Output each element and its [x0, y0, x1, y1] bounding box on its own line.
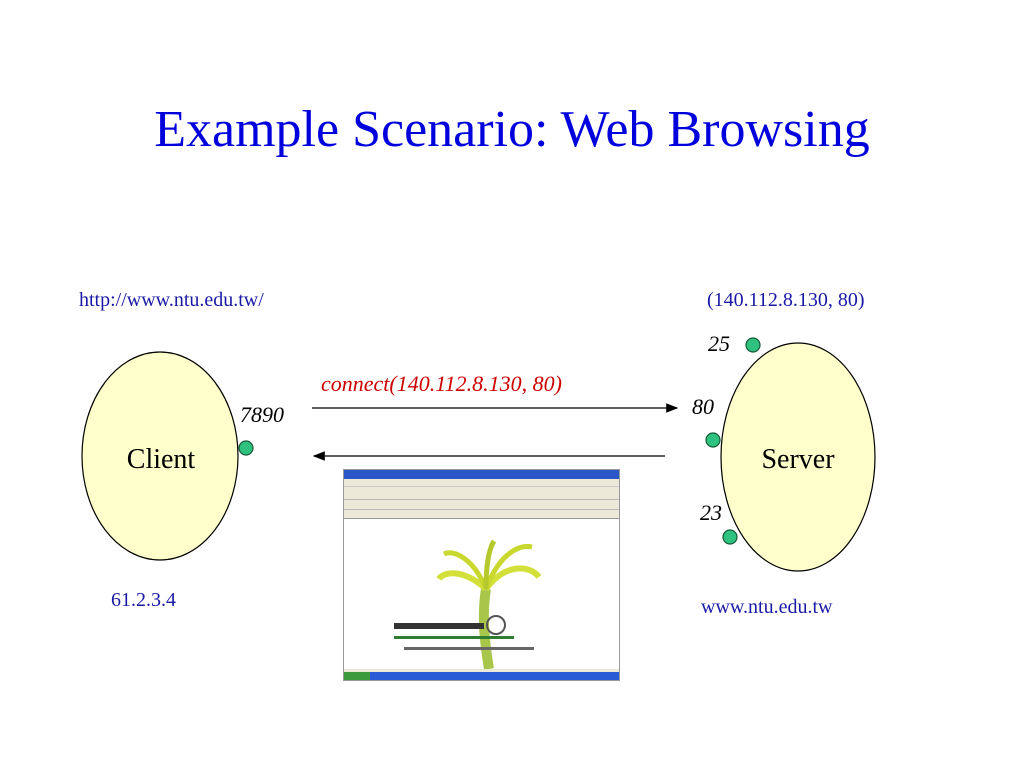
- server-port-23-dot: [722, 529, 738, 545]
- client-label: Client: [127, 444, 196, 475]
- slide-title: Example Scenario: Web Browsing: [154, 101, 870, 158]
- browser-toolbar: [344, 487, 619, 500]
- browser-links-bar: [344, 510, 619, 519]
- server-port-label-25: 25: [708, 331, 730, 356]
- browser-menu-bar: [344, 479, 619, 487]
- browser-page: [344, 519, 619, 670]
- server-port-25-dot: [745, 337, 761, 353]
- server-node: [720, 342, 876, 572]
- server-port-label-80: 80: [692, 394, 714, 419]
- connect-call-label: connect(140.112.8.130, 80): [321, 371, 562, 396]
- server-port-label-23: 23: [700, 500, 722, 525]
- windows-taskbar: [344, 672, 619, 680]
- client-url: http://www.ntu.edu.tw/: [79, 289, 264, 311]
- palm-tree-logo-icon: [394, 539, 542, 670]
- client-ip: 61.2.3.4: [111, 589, 176, 611]
- server-label: Server: [761, 444, 835, 475]
- server-port-80-dot: [705, 432, 721, 448]
- client-node: [81, 351, 239, 561]
- client-port-label: 7890: [240, 402, 284, 427]
- server-hostname: www.ntu.edu.tw: [701, 596, 833, 618]
- server-address-tuple: (140.112.8.130, 80): [707, 289, 865, 311]
- browser-address-bar: [344, 500, 619, 510]
- client-port-dot: [238, 440, 254, 456]
- browser-title-bar: [344, 470, 619, 479]
- start-button: [344, 672, 370, 680]
- browser-screenshot: [343, 469, 620, 681]
